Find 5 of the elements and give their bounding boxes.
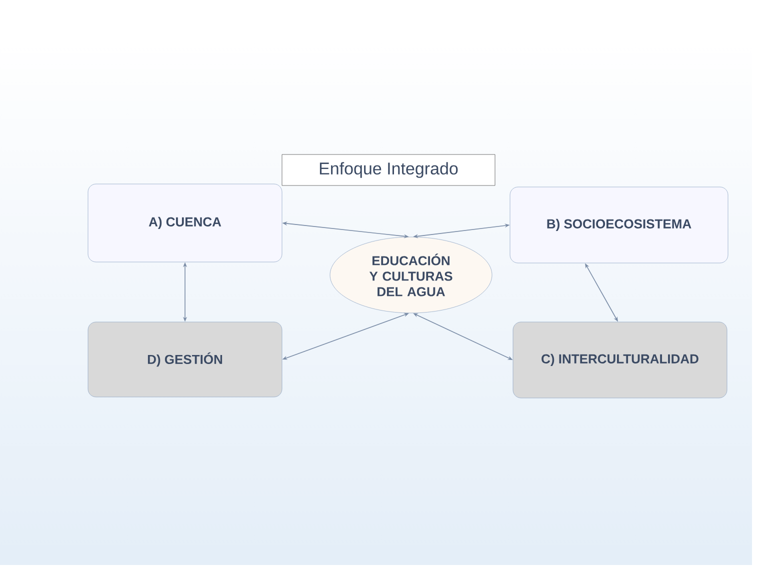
title-box: Enfoque Integrado <box>282 154 496 186</box>
concept-box: C) INTERCULTURALIDAD <box>512 322 728 398</box>
concept-box: B) SOCIOECOSISTEMA <box>510 186 728 264</box>
concept-box: D) GESTIÓN <box>88 322 282 398</box>
concept-box: A) CUENCA <box>88 184 282 262</box>
